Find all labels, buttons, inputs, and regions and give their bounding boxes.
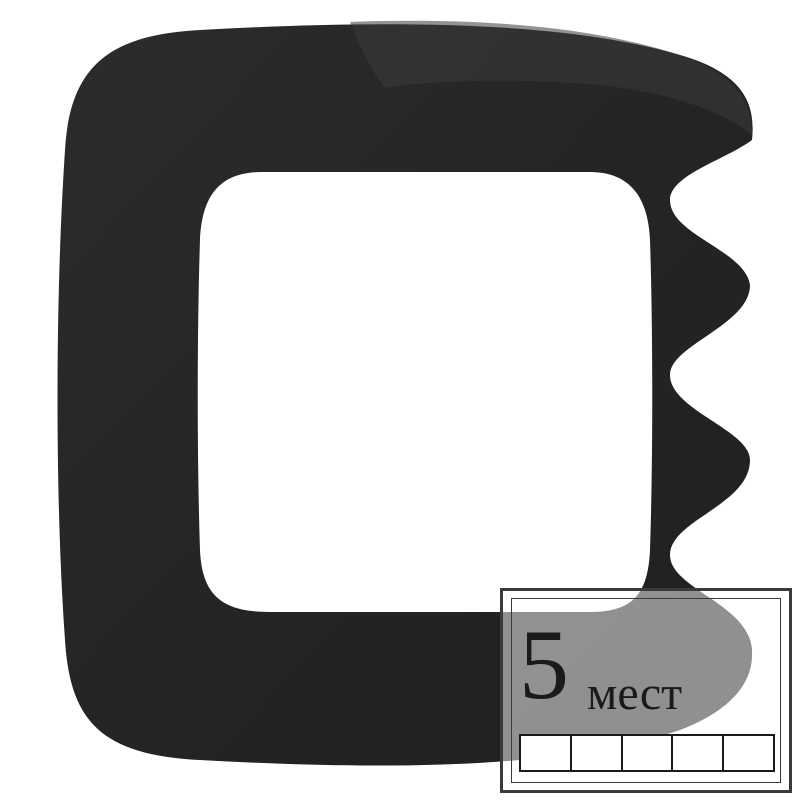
badge-number: 5 [519,609,569,720]
ghost-line [200,391,650,440]
frame-highlight [350,20,752,135]
ghost-line [200,440,650,489]
badge-cell [572,736,623,770]
badge-cell [673,736,725,770]
ghost-line [200,195,650,244]
ghost-line [200,489,650,538]
badge-cell [521,736,572,770]
ghost-line [200,342,650,391]
badge-cell [724,736,773,770]
badge-cells [519,734,775,772]
ghost-line [200,293,650,342]
ghost-line [200,244,650,293]
badge-inner-border [511,598,781,783]
badge-cell [623,736,674,770]
inner-faint-lines [200,195,650,585]
seats-badge: 5 мест [500,588,792,793]
badge-word: мест [587,667,683,720]
